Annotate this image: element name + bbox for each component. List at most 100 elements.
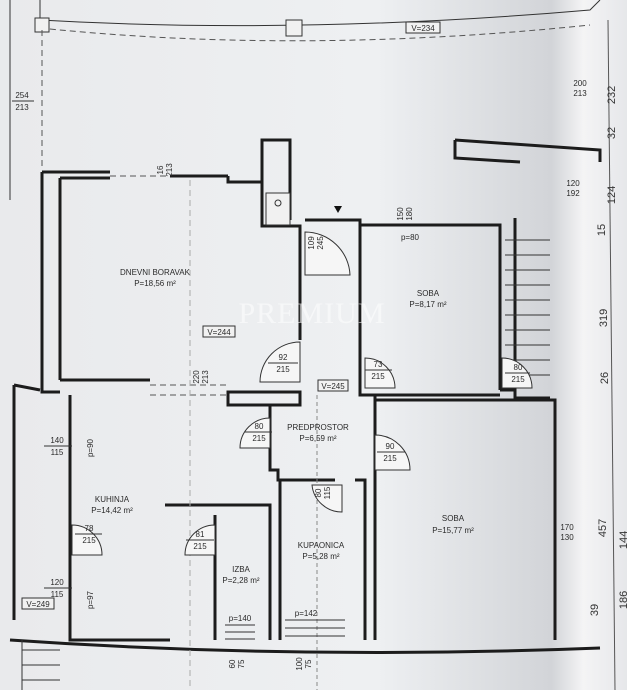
room-area: P=18,56 m² (134, 279, 176, 288)
wall (260, 182, 302, 340)
svg-text:90: 90 (386, 442, 395, 451)
wall (12, 383, 170, 642)
svg-text:100: 100 (295, 657, 304, 671)
chimney-flue (274, 199, 282, 207)
svg-text:78: 78 (85, 524, 94, 533)
height-label: V=244 (207, 328, 231, 337)
svg-text:215: 215 (276, 365, 290, 374)
room-area: P=15,77 m² (432, 526, 474, 535)
svg-text:26: 26 (599, 372, 611, 384)
svg-text:39: 39 (589, 604, 601, 616)
svg-text:140: 140 (50, 436, 64, 445)
height-label: V=249 (26, 600, 50, 609)
svg-text:73: 73 (374, 360, 383, 369)
svg-text:60: 60 (228, 659, 237, 668)
svg-text:p=97: p=97 (86, 590, 95, 609)
svg-text:180: 180 (405, 207, 414, 221)
door-swing (71, 524, 103, 556)
svg-text:124: 124 (606, 186, 618, 204)
svg-text:200: 200 (573, 79, 587, 88)
svg-text:215: 215 (371, 372, 385, 381)
svg-text:115: 115 (51, 448, 64, 457)
height-label: V=245 (321, 382, 345, 391)
svg-text:80: 80 (255, 422, 264, 431)
svg-text:215: 215 (82, 536, 96, 545)
svg-text:p=140: p=140 (229, 614, 252, 623)
room-area: P=6,59 m² (299, 434, 336, 443)
svg-text:192: 192 (566, 189, 580, 198)
terrace-outline (9, 0, 601, 200)
entrance-arrow-icon (334, 206, 342, 213)
svg-text:p=90: p=90 (86, 438, 95, 457)
side-dimension-chain: 232 32 124 15 319 26 457 39 144 186 (589, 19, 627, 690)
room-area: P=8,17 m² (409, 300, 446, 309)
svg-text:81: 81 (196, 530, 205, 539)
svg-text:213: 213 (15, 103, 29, 112)
svg-text:245: 245 (316, 236, 325, 250)
stairs (21, 239, 550, 690)
wall (165, 478, 367, 640)
svg-text:144: 144 (618, 531, 627, 549)
chimney (265, 192, 291, 226)
room-name: KUPAONICA (298, 541, 345, 550)
svg-text:80: 80 (514, 363, 523, 372)
column (285, 19, 303, 37)
room-area: P=5,28 m² (302, 552, 339, 561)
room-name: PREDPROSTOR (287, 423, 349, 432)
svg-text:75: 75 (237, 659, 246, 668)
svg-text:213: 213 (573, 89, 587, 98)
room-name: KUHINJA (95, 495, 130, 504)
room-name: SOBA (442, 514, 465, 523)
svg-text:115: 115 (51, 590, 64, 599)
svg-text:215: 215 (511, 375, 525, 384)
room-name: DNEVNI BORAVAK (120, 268, 191, 277)
svg-text:457: 457 (597, 519, 609, 537)
door-swing (239, 417, 271, 449)
room-name: IZBA (232, 565, 250, 574)
wall (358, 225, 557, 640)
svg-text:186: 186 (618, 591, 627, 609)
svg-text:109: 109 (307, 236, 316, 250)
svg-text:130: 130 (560, 533, 574, 542)
room-area: P=14,42 m² (91, 506, 133, 515)
door-dimensions: 92 215 73 215 80 215 90 215 78 215 81 215 80 21… (75, 207, 530, 551)
svg-text:319: 319 (598, 309, 610, 327)
window-line (110, 175, 228, 396)
svg-text:170: 170 (560, 523, 574, 532)
svg-text:15: 15 (596, 224, 608, 236)
wall (9, 638, 601, 654)
svg-text:32: 32 (606, 127, 618, 139)
column (34, 17, 50, 33)
svg-text:p=142: p=142 (295, 609, 318, 618)
svg-text:150: 150 (396, 207, 405, 221)
svg-text:75: 75 (304, 659, 313, 668)
height-label: V=234 (411, 24, 435, 33)
terrace-edge (39, 24, 591, 42)
svg-text:16: 16 (156, 165, 165, 174)
svg-text:92: 92 (279, 353, 288, 362)
svg-text:215: 215 (383, 454, 397, 463)
svg-text:120: 120 (50, 578, 64, 587)
door-swing (304, 231, 351, 276)
svg-text:215: 215 (193, 542, 207, 551)
wall (500, 218, 550, 400)
svg-text:120: 120 (566, 179, 580, 188)
door-swing (259, 341, 301, 383)
svg-text:p=80: p=80 (401, 233, 420, 242)
door-swing (311, 484, 343, 513)
svg-text:115: 115 (323, 486, 332, 499)
svg-text:232: 232 (606, 86, 618, 104)
room-name: SOBA (417, 289, 440, 298)
watermark: PREMIUM (238, 297, 385, 330)
wall (453, 138, 602, 164)
room-area: P=2,28 m² (222, 576, 259, 585)
svg-text:213: 213 (165, 163, 174, 177)
svg-text:215: 215 (252, 434, 266, 443)
parapet-labels: p=90 p=97 p=80 p=140 p=142 (86, 233, 420, 623)
svg-text:213: 213 (201, 370, 210, 384)
svg-text:220: 220 (192, 370, 201, 384)
wall (40, 170, 228, 394)
